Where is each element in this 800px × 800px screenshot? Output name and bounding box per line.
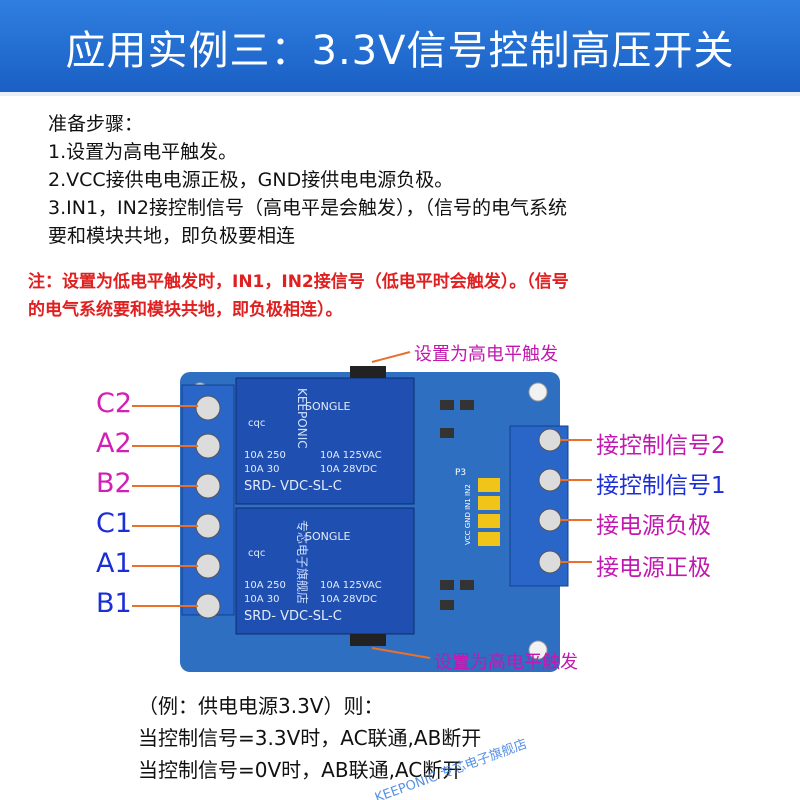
left-leader-lines [132,405,198,607]
mount-hole [528,382,548,402]
relay-model-text: SRD- VDC-SL-C [244,479,342,494]
relay-spec-text: 10A 28VDC [320,464,377,475]
header-pins [478,478,500,546]
low-level-note: 注：设置为低电平触发时，IN1，IN2接信号（低电平时会触发）。（信号 的电气系… [28,268,778,324]
relay-spec-text: 10A 250 [244,580,286,591]
terminal-label-in2: 接控制信号2 [596,433,726,459]
relay-brand-text: SONGLE [305,400,351,413]
step-2: 2.VCC接供电电源正极，GND接供电电源负极。 [48,169,454,191]
relay-brand-text: SONGLE [305,530,351,543]
relay-spec-text: 10A 125VAC [320,450,382,461]
relay-model-text: SRD- VDC-SL-C [244,609,342,624]
example-line-2: 当控制信号=3.3V时，AC联通,AB断开 [138,726,482,750]
bottom-jumper-note: 设置为高电平触发 [434,652,578,673]
top-jumper-note: 设置为高电平触发 [414,344,558,365]
relay-2 [235,507,415,635]
steps-heading: 准备步骤： [48,113,144,135]
relay-logo-text: cqc [248,418,265,429]
terminal-label-c1: C1 [96,508,133,539]
terminal-label-b2: B2 [96,468,132,499]
mount-hole [528,640,548,660]
note-line-1: 注：设置为低电平触发时，IN1，IN2接信号（低电平时会触发）。（信号 [28,272,569,292]
step-1: 1.设置为高电平触发。 [48,141,238,163]
relay-spec-text: 10A 250 [244,450,286,461]
relay-module-figure: SONGLE 10A 125VAC 10A 28VDC 10A 250 10A … [0,330,800,690]
top-jumper [350,366,386,378]
page-title: 应用实例三：3.3V信号控制高压开关 [65,28,735,74]
example-text: （例：供电电源3.3V）则： 当控制信号=3.3V时，AC联通,AB断开 当控制… [138,690,481,786]
terminal-label-gnd: 接电源负极 [596,513,711,539]
terminal-label-c2: C2 [96,388,133,419]
relay-spec-text: 10A 28VDC [320,594,377,605]
right-terminal-screws [538,428,562,574]
terminal-label-b1: B1 [96,588,132,619]
board-shop-text: 专芯电子旗舰店 [295,520,310,604]
step-3-line-1: 3.IN1，IN2接控制信号（高电平是会触发），（信号的电气系统 [48,197,567,219]
note-line-2: 的电气系统要和模块共地，即负极相连）。 [28,300,343,320]
terminal-label-a2: A2 [96,428,132,459]
preparation-steps: 准备步骤： 1.设置为高电平触发。 2.VCC接供电电源正极，GND接供电电源负… [48,110,567,250]
example-line-1: （例：供电电源3.3V）则： [138,694,384,718]
step-3-line-2: 要和模块共地，即负极要相连 [48,225,296,247]
bottom-jumper [350,634,386,646]
terminal-label-a1: A1 [96,548,132,579]
relay-board-illustration: SONGLE 10A 125VAC 10A 28VDC 10A 250 10A … [132,351,592,672]
header-label: P3 [455,468,466,478]
relay-spec-text: 10A 30 [244,594,279,605]
terminal-label-vcc: 接电源正极 [596,555,711,581]
relay-logo-text: cqc [248,548,265,559]
board-brand-text: KEEPONIC [295,388,309,449]
terminal-label-in1: 接控制信号1 [596,473,726,499]
title-banner: 应用实例三：3.3V信号控制高压开关 [0,0,800,96]
right-leader-lines [371,351,592,659]
relay-spec-text: 10A 30 [244,464,279,475]
relay-1 [235,377,415,505]
smd-components [440,400,474,610]
relay-spec-text: 10A 125VAC [320,580,382,591]
example-line-3: 当控制信号=0V时，AB联通,AC断开 [138,758,463,782]
pin-labels: VCC GND IN1 IN2 [464,484,472,545]
